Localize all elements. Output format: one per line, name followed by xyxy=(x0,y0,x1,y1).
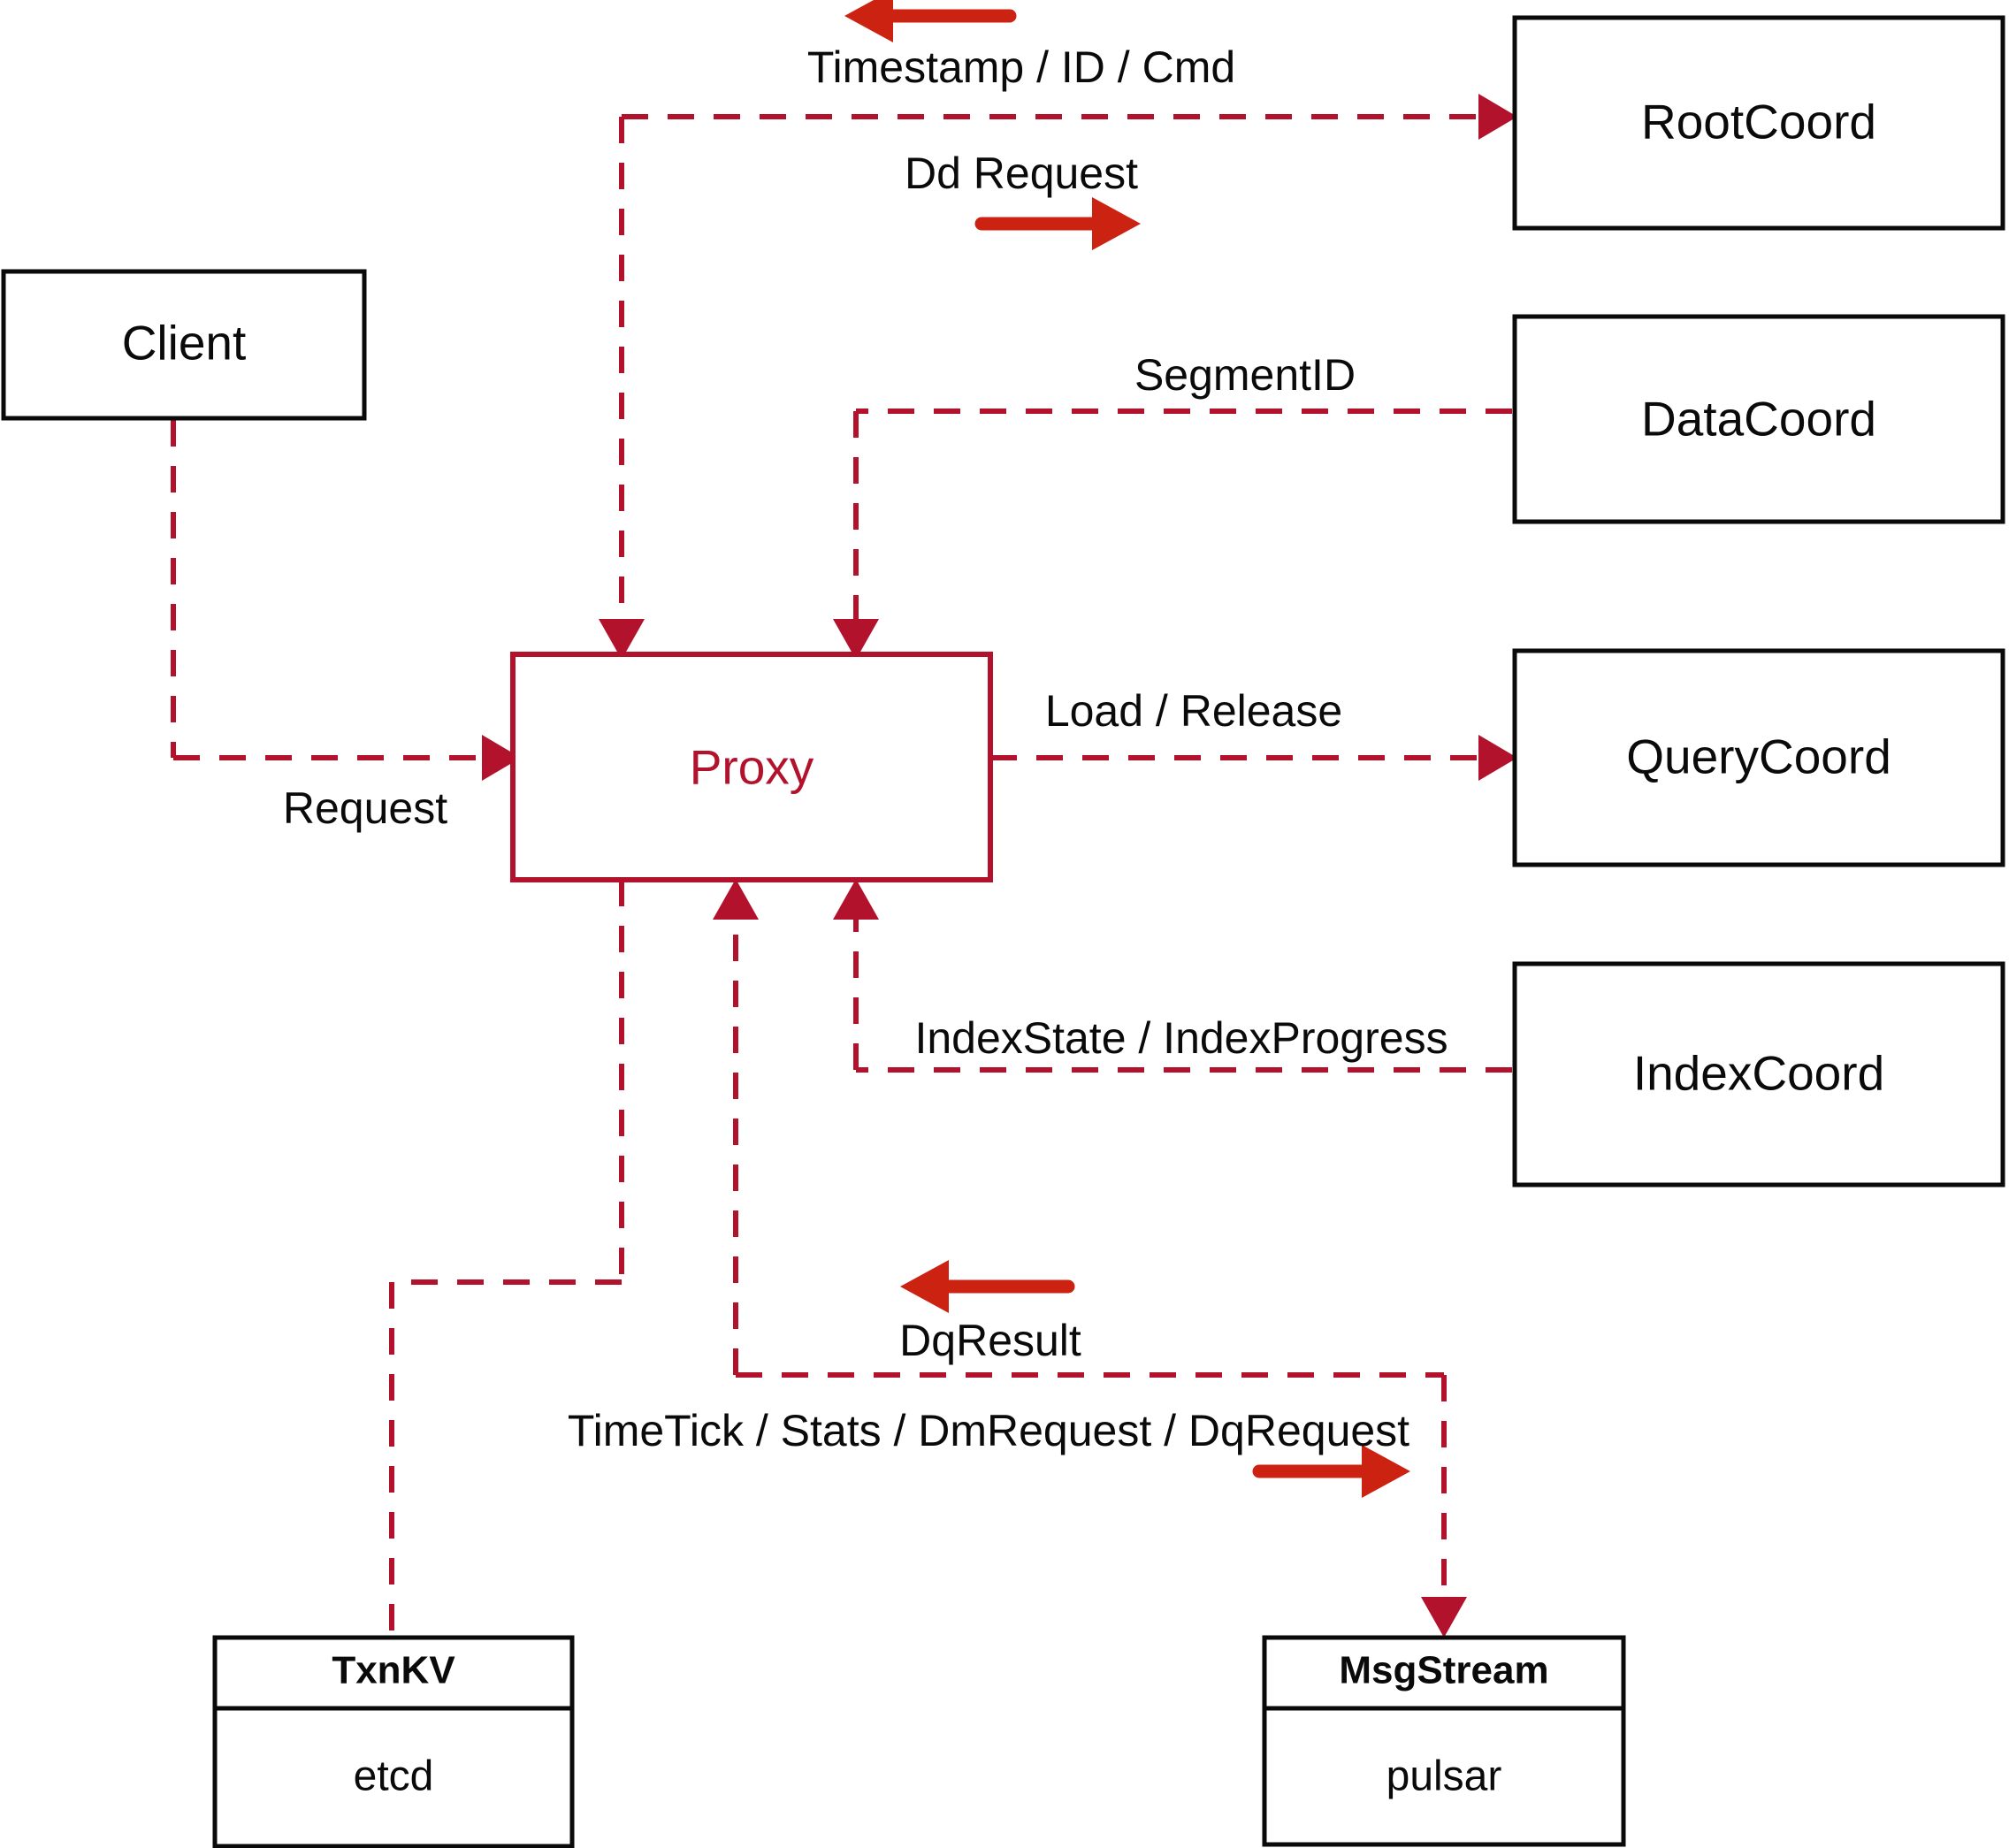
direction-arrow-timestamp xyxy=(844,0,1017,42)
node-txnkv-body: etcd xyxy=(354,1753,434,1800)
node-msgstream-header: MsgStream xyxy=(1339,1649,1548,1692)
node-proxy-label: Proxy xyxy=(690,740,814,795)
arrowhead-msgstream-to-proxy xyxy=(713,879,759,920)
arrowhead-indexcoord-to-proxy xyxy=(833,879,879,920)
edge-label-request: Request xyxy=(283,783,447,833)
node-indexcoord-box[interactable] xyxy=(1512,961,2005,1187)
node-datacoord-box[interactable] xyxy=(1512,314,2005,524)
edge-label-timetick-stats: TimeTick / Stats / DmRequest / DqRequest xyxy=(568,1406,1409,1455)
arrowhead-to-proxy-top-right xyxy=(833,619,879,660)
arrowhead-to-rootcoord xyxy=(1478,94,1517,140)
direction-arrow-dd-request xyxy=(974,197,1141,250)
arrowhead-to-msgstream xyxy=(1421,1597,1467,1638)
node-txnkv-header: TxnKV xyxy=(332,1649,455,1692)
node-msgstream-body: pulsar xyxy=(1386,1753,1502,1800)
arrowhead-to-querycoord xyxy=(1478,735,1517,781)
node-querycoord-label: QueryCoord xyxy=(1626,729,1891,784)
edge-label-index-state-progress: IndexState / IndexProgress xyxy=(914,1013,1448,1063)
node-client-box[interactable] xyxy=(1,269,367,421)
arrowhead-to-proxy-left xyxy=(482,735,521,781)
node-txnkv-box[interactable] xyxy=(212,1635,575,1848)
node-querycoord-box[interactable] xyxy=(1512,648,2005,867)
node-client-label: Client xyxy=(122,316,247,370)
node-datacoord-label: DataCoord xyxy=(1641,392,1876,447)
edge-label-dq-result: DqResult xyxy=(899,1316,1081,1365)
edge-label-load-release: Load / Release xyxy=(1045,686,1342,736)
edge-label-segment-id: SegmentID xyxy=(1134,350,1356,400)
direction-arrow-dqresult xyxy=(900,1260,1075,1313)
arrowhead-to-proxy-top-left xyxy=(599,619,645,660)
edge-label-dd-request: Dd Request xyxy=(905,149,1138,198)
node-rootcoord-label: RootCoord xyxy=(1641,95,1876,149)
node-indexcoord-label: IndexCoord xyxy=(1633,1046,1884,1101)
node-msgstream-box[interactable] xyxy=(1262,1635,1626,1847)
node-rootcoord-box[interactable] xyxy=(1512,15,2005,231)
edge-label-timestamp-id-cmd: Timestamp / ID / Cmd xyxy=(807,42,1235,92)
direction-arrow-timetick xyxy=(1252,1445,1410,1498)
node-proxy-box[interactable] xyxy=(510,652,993,882)
